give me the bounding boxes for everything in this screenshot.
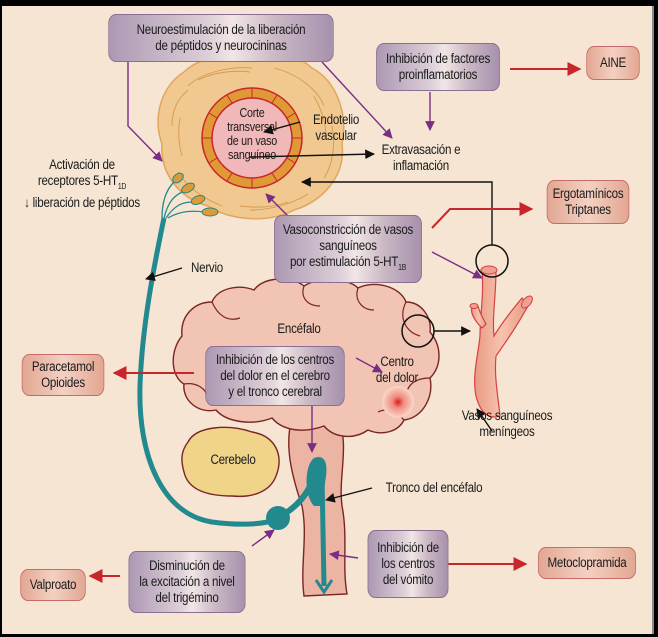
vomito-line-3: del vómito xyxy=(382,572,434,587)
label-nervio: Nervio xyxy=(190,260,224,275)
trigemino-line-2: la excitación a nivel xyxy=(139,574,235,589)
dolor-line-1: Inhibición de los centros xyxy=(215,352,335,367)
factores-line-2: proinflamatorios xyxy=(398,67,478,82)
paracet-line-1: Paracetamol xyxy=(31,359,95,374)
vomito-line-2: los centros xyxy=(381,556,435,571)
valpro-text: Valproato xyxy=(29,577,77,592)
cerebellum-shape xyxy=(181,426,280,498)
label-encefalo: Encéfalo xyxy=(277,321,321,336)
metoclo-text: Metoclopramida xyxy=(547,555,627,570)
drug-metoclopramida: Metoclopramida xyxy=(537,547,637,579)
factores-line-1: Inhibición de factores xyxy=(385,51,491,66)
ergot-line-2: Triptanes xyxy=(565,202,611,217)
vessel-cross-section xyxy=(157,49,345,220)
black-arrows xyxy=(145,121,493,503)
diagram-artwork xyxy=(88,49,582,597)
label-cerebelo: Cerebelo xyxy=(210,452,256,467)
trigemino-line-1: Disminución de xyxy=(149,558,225,573)
nerve-endings xyxy=(161,172,219,219)
neuro-line-1: Neuroestimulación de la liberación xyxy=(136,22,306,37)
vasocon-line-2: sanguíneos xyxy=(319,238,377,253)
paracet-line-2: Opioides xyxy=(41,375,85,390)
drug-arrows xyxy=(88,62,582,583)
vasocon-line-3: por estimulación 5-HT xyxy=(289,254,399,269)
ergot-line-1: Ergotamínicos xyxy=(552,186,624,201)
trigeminal-nerve xyxy=(137,217,275,527)
vomito-line-1: Inhibición de xyxy=(377,540,439,555)
drug-valproato: Valproato xyxy=(20,569,86,601)
pain-center-spot xyxy=(382,386,414,418)
descending-tract xyxy=(319,475,327,587)
aine-text: AINE xyxy=(599,55,627,70)
vasocon-subscript: 1B xyxy=(398,263,407,272)
neuro-line-2: de péptidos y neurocininas xyxy=(155,38,287,53)
label-tronco-encefalo: Tronco del encéfalo xyxy=(385,480,483,495)
drug-aine: AINE xyxy=(586,46,640,80)
trigemino-line-3: del trigémino xyxy=(155,590,219,605)
dolor-line-3: y el tronco cerebral xyxy=(228,384,322,399)
trigeminal-ganglion xyxy=(266,506,290,530)
vasocon-line-1: Vasoconstricción de vasos xyxy=(282,222,414,237)
dolor-line-2: del dolor en el cerebro xyxy=(220,368,330,383)
label-activacion: Activación de receptores 5-HT1D ↓ libera… xyxy=(24,157,140,210)
descending-tract-arrow xyxy=(314,579,334,595)
endothelium-cells xyxy=(202,88,302,188)
meningeal-vessel xyxy=(469,265,533,418)
